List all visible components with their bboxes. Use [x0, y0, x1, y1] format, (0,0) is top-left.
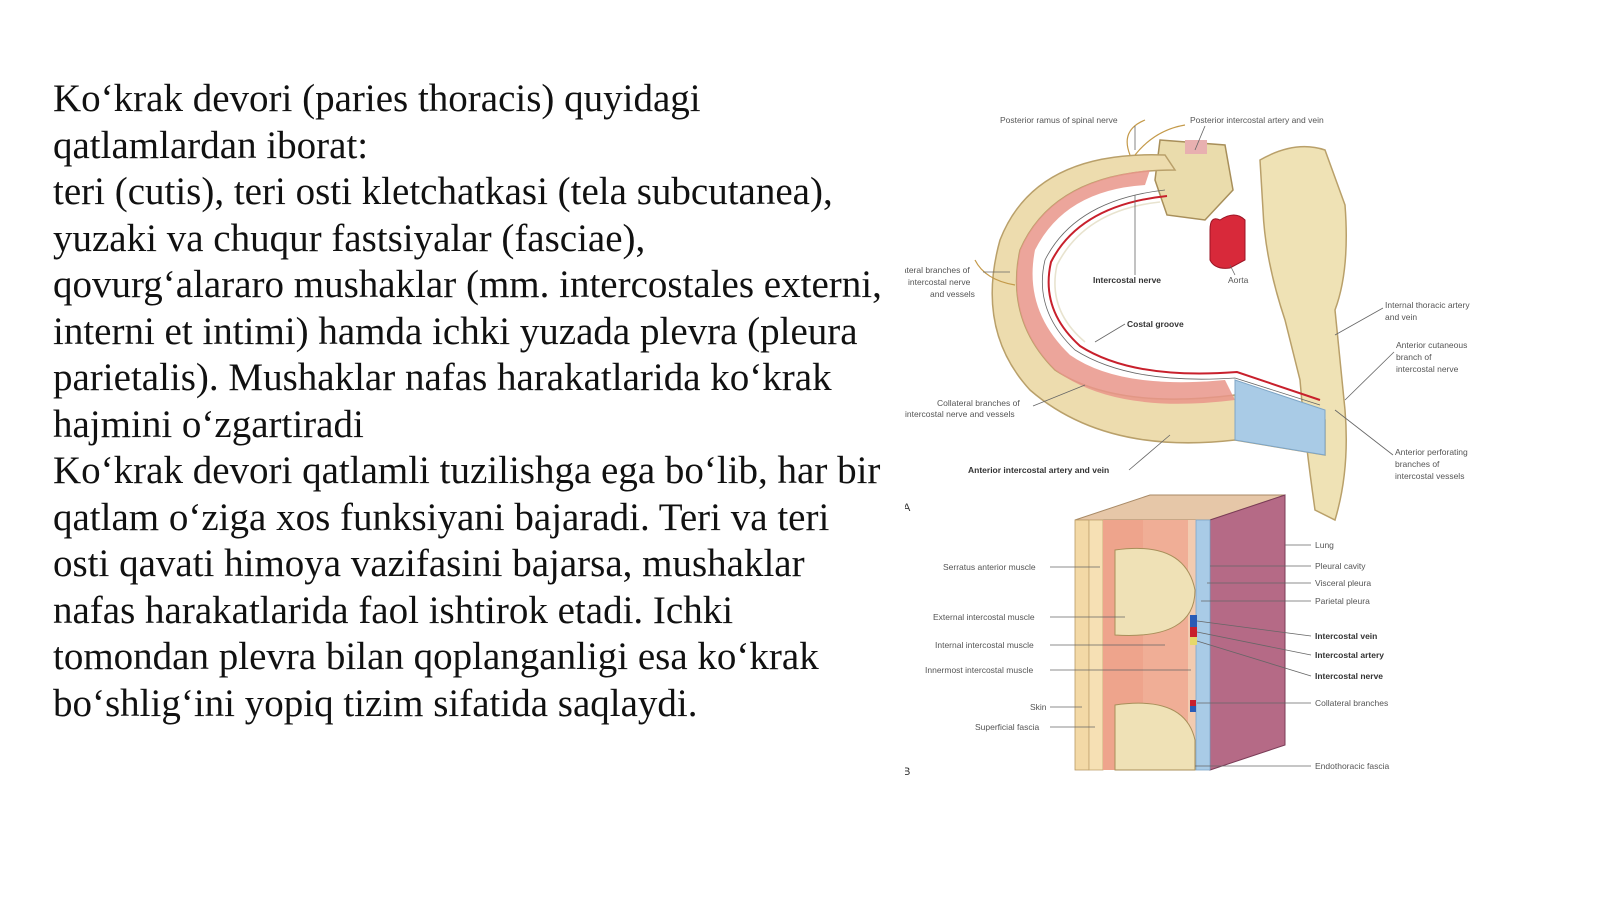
- label-skin: Skin: [1030, 702, 1047, 712]
- paragraph-intro: Ko‘krak devori (paries thoracis) quyidag…: [53, 77, 701, 167]
- label-internal-intercostal: Internal intercostal muscle: [935, 640, 1034, 650]
- paragraph-function: Ko‘krak devori qatlamli tuzilishga ega b…: [53, 449, 881, 725]
- panel-b-drawing: [1074, 494, 1286, 771]
- label-lateral-branches-3: and vessels: [930, 289, 975, 299]
- label-anterior-cutaneous-1: Anterior cutaneous: [1396, 340, 1467, 350]
- label-serratus: Serratus anterior muscle: [943, 562, 1036, 572]
- label-lung: Lung: [1315, 540, 1334, 550]
- label-anterior-cutaneous-2: branch of: [1396, 352, 1432, 362]
- label-innermost-intercostal: Innermost intercostal muscle: [925, 665, 1033, 675]
- label-visceral-pleura: Visceral pleura: [1315, 578, 1371, 588]
- label-lateral-branches-2: intercostal nerve: [908, 277, 971, 287]
- label-anterior-perforating-2: branches of: [1395, 459, 1440, 469]
- label-anterior-intercostal: Anterior intercostal artery and vein: [968, 465, 1109, 475]
- label-endothoracic-fascia: Endothoracic fascia: [1315, 761, 1389, 771]
- label-intercostal-artery: Intercostal artery: [1315, 650, 1384, 660]
- label-superficial-fascia: Superficial fascia: [975, 722, 1040, 732]
- label-anterior-cutaneous-3: intercostal nerve: [1396, 364, 1459, 374]
- label-internal-thoracic-2: and vein: [1385, 312, 1417, 322]
- label-collateral-branches-b: Collateral branches: [1315, 698, 1388, 708]
- label-posterior-ramus: Posterior ramus of spinal nerve: [1000, 115, 1118, 125]
- label-intercostal-nerve-b: Intercostal nerve: [1315, 671, 1383, 681]
- label-internal-thoracic-1: Internal thoracic artery: [1385, 300, 1470, 310]
- label-collateral-branches-a-1: Collateral branches of: [937, 398, 1020, 408]
- label-pleural-cavity: Pleural cavity: [1315, 561, 1366, 571]
- panel-a-drawing: [974, 119, 1347, 522]
- label-aorta: Aorta: [1228, 275, 1249, 285]
- thoracic-wall-illustration: Posterior ramus of spinal nerve Posterio…: [905, 110, 1525, 800]
- label-posterior-intercostal-artery: Posterior intercostal artery and vein: [1190, 115, 1324, 125]
- body-text: Ko‘krak devori (paries thoracis) quyidag…: [53, 76, 883, 727]
- label-costal-groove: Costal groove: [1127, 319, 1184, 329]
- label-intercostal-nerve-a: Intercostal nerve: [1093, 275, 1161, 285]
- label-parietal-pleura: Parietal pleura: [1315, 596, 1370, 606]
- label-lateral-branches-1: Lateral branches of: [905, 265, 970, 275]
- panel-letter-b: B: [905, 766, 910, 778]
- label-anterior-perforating-3: intercostal vessels: [1395, 471, 1464, 481]
- label-external-intercostal: External intercostal muscle: [933, 612, 1035, 622]
- label-anterior-perforating-1: Anterior perforating: [1395, 447, 1468, 457]
- paragraph-layers: teri (cutis), teri osti kletchatkasi (te…: [53, 170, 882, 446]
- label-intercostal-vein: Intercostal vein: [1315, 631, 1377, 641]
- panel-letter-a: A: [905, 502, 911, 514]
- label-collateral-branches-a-2: intercostal nerve and vessels: [905, 409, 1015, 419]
